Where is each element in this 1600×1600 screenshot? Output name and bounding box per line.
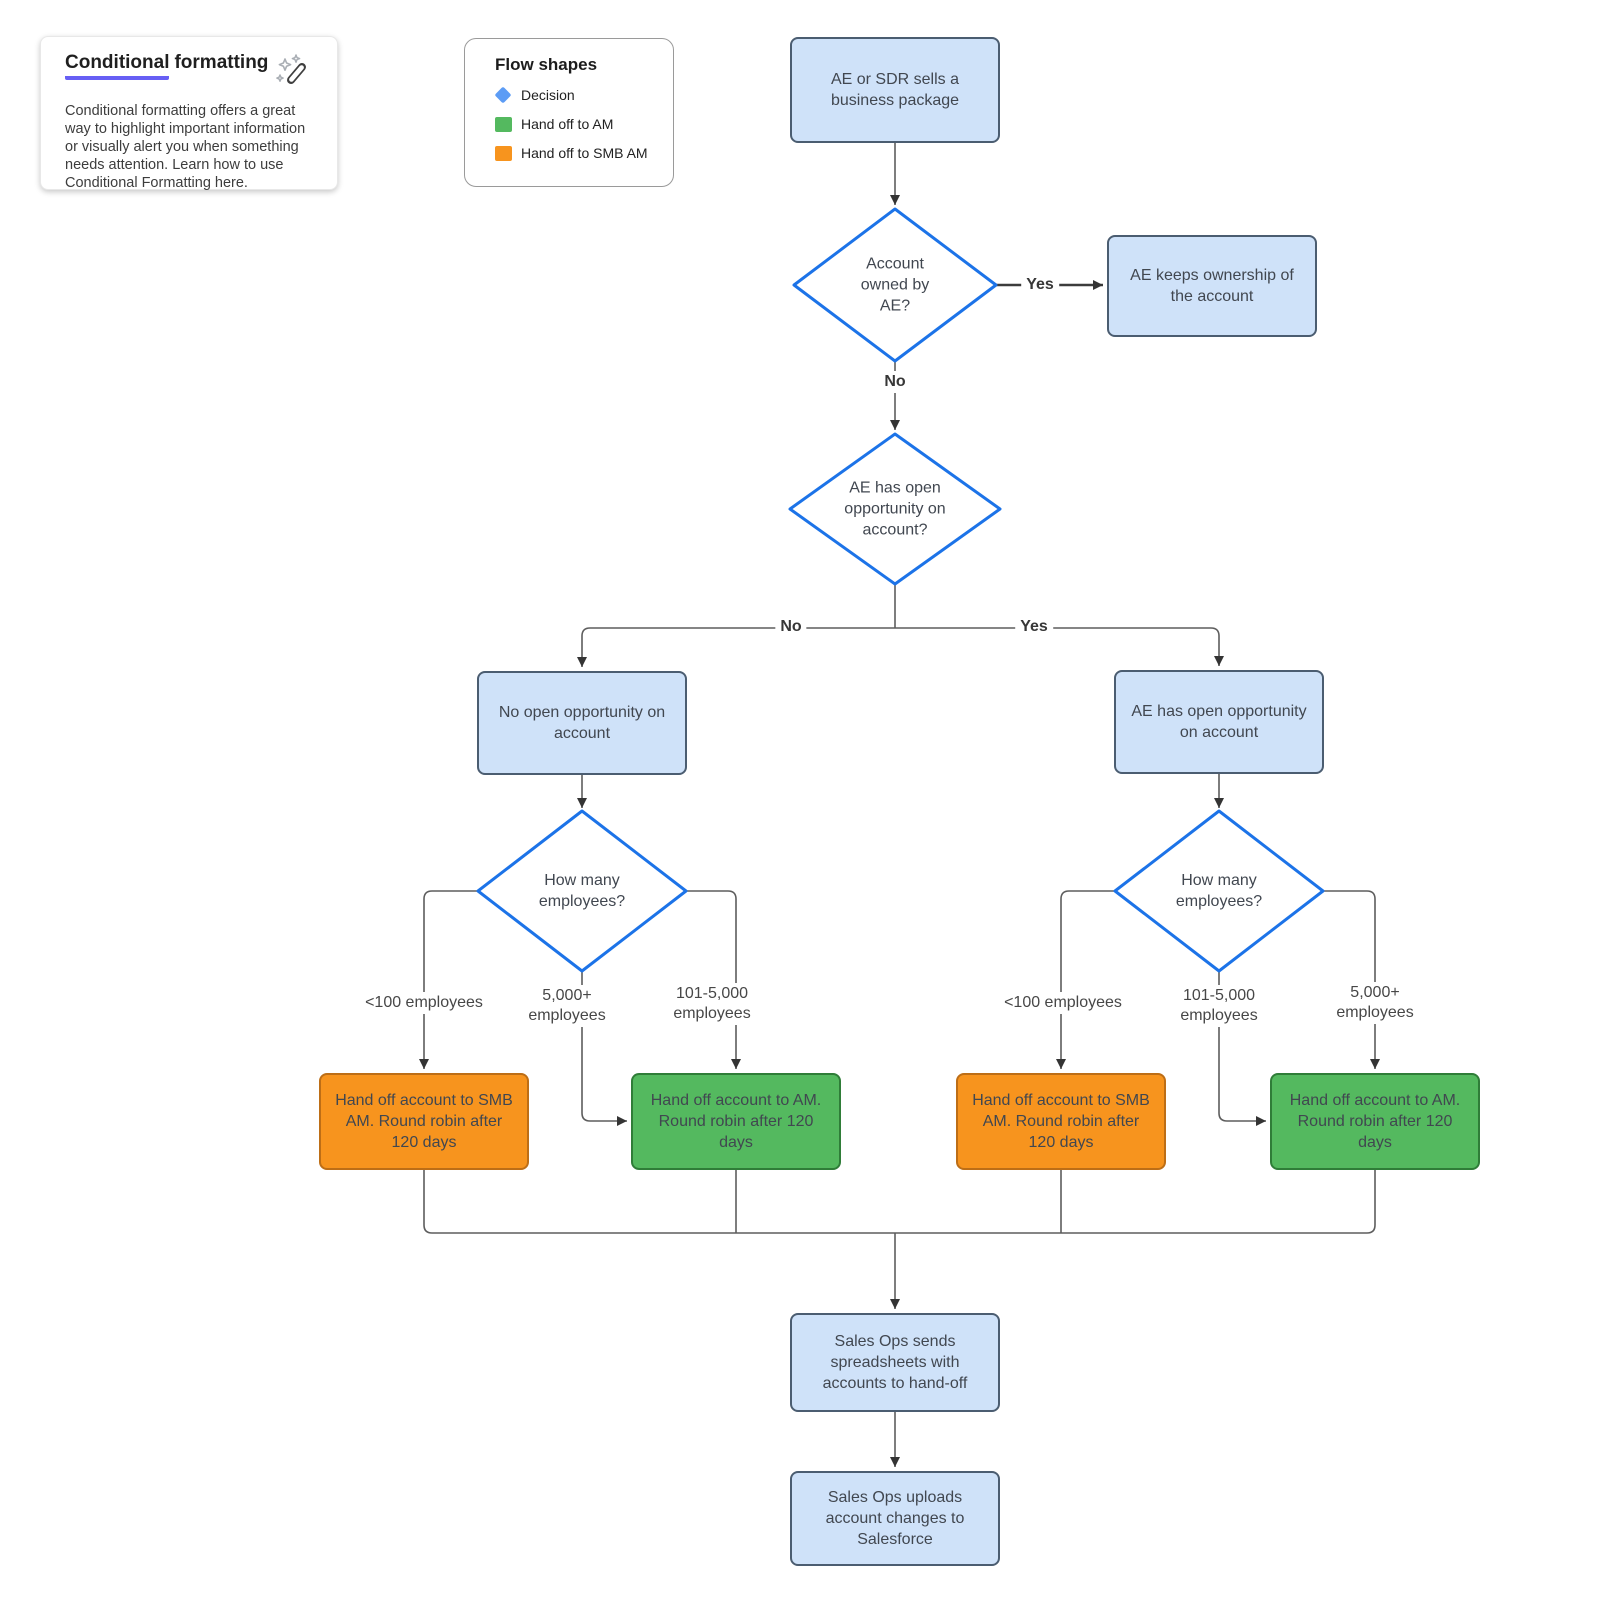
label-no-owned: No [879, 371, 911, 393]
node-handoff-smb-right[interactable]: Hand off account to SMB AM. Round robin … [956, 1073, 1166, 1170]
decision-employees-left[interactable] [476, 809, 688, 973]
edge-left-101-5000[interactable] [686, 890, 741, 1069]
legend-item-label: Hand off to AM [521, 116, 614, 132]
decision-employees-right-text: How many employees? [1175, 871, 1263, 910]
legend-item-handoff-am: Hand off to AM [495, 116, 673, 132]
decision-open-opportunity-text: AE has open opportunity on account? [844, 479, 946, 539]
node-handoff-am-right[interactable]: Hand off account to AM. Round robin afte… [1270, 1073, 1480, 1170]
edge-converge-right[interactable] [895, 1170, 1376, 1234]
node-sales-ops-sends[interactable]: Sales Ops sends spreadsheets with accoun… [790, 1313, 1000, 1412]
edge-right-101-5000[interactable] [1218, 971, 1266, 1126]
edge-left-5000[interactable] [581, 971, 627, 1126]
label-yes-owned: Yes [1021, 274, 1059, 296]
legend-item-handoff-smb: Hand off to SMB AM [495, 145, 673, 161]
decision-open-opportunity[interactable] [788, 432, 1002, 586]
label-yes-split: Yes [1015, 616, 1053, 638]
label-left-5000: 5,000+ employees [516, 985, 618, 1027]
card-title-rest: formatting [174, 52, 269, 73]
edge-right-5000[interactable] [1323, 890, 1380, 1069]
legend-item-label: Hand off to SMB AM [521, 145, 648, 161]
legend-item-label: Decision [521, 87, 575, 103]
edge-converge-left[interactable] [423, 1170, 895, 1234]
decision-employees-right[interactable] [1113, 809, 1325, 973]
decision-account-owned[interactable] [792, 207, 998, 363]
label-right-101-5000: 101-5,000 employees [1168, 985, 1270, 1027]
node-has-open-opportunity[interactable]: AE has open opportunity on account [1114, 670, 1324, 774]
label-right-lt100: <100 employees [999, 992, 1127, 1014]
node-sales-ops-uploads[interactable]: Sales Ops uploads account changes to Sal… [790, 1471, 1000, 1566]
label-left-lt100: <100 employees [360, 992, 488, 1014]
node-handoff-am-left[interactable]: Hand off account to AM. Round robin afte… [631, 1073, 841, 1170]
node-no-open-opportunity[interactable]: No open opportunity on account [477, 671, 687, 775]
decision-diamond-icon [494, 86, 521, 104]
flow-shapes-legend[interactable]: Flow shapes Decision Hand off to AM Hand… [464, 38, 674, 187]
edge-right-lt100[interactable] [1056, 890, 1115, 1069]
label-right-5000: 5,000+ employees [1324, 982, 1426, 1024]
card-body-text: Conditional formatting offers a great wa… [65, 103, 306, 191]
edge-split-left[interactable] [577, 627, 895, 667]
node-ae-keeps-ownership[interactable]: AE keeps ownership of the account [1107, 235, 1317, 337]
legend-title: Flow shapes [495, 55, 598, 74]
handoff-smb-square-icon [495, 145, 521, 161]
edge-split-right[interactable] [895, 627, 1224, 666]
decision-account-owned-text: Account owned by AE? [860, 255, 930, 315]
label-no-split: No [775, 616, 807, 638]
node-handoff-smb-left[interactable]: Hand off account to SMB AM. Round robin … [319, 1073, 529, 1170]
node-start[interactable]: AE or SDR sells a business package [790, 37, 1000, 143]
legend-item-decision: Decision [494, 86, 673, 104]
magic-wand-icon [276, 54, 306, 84]
decision-employees-left-text: How many employees? [538, 871, 626, 910]
edge-left-lt100[interactable] [419, 890, 478, 1069]
handoff-am-square-icon [495, 116, 521, 132]
card-title-underlined-word: Conditional [65, 52, 170, 80]
label-left-101-5000: 101-5,000 employees [661, 983, 763, 1025]
